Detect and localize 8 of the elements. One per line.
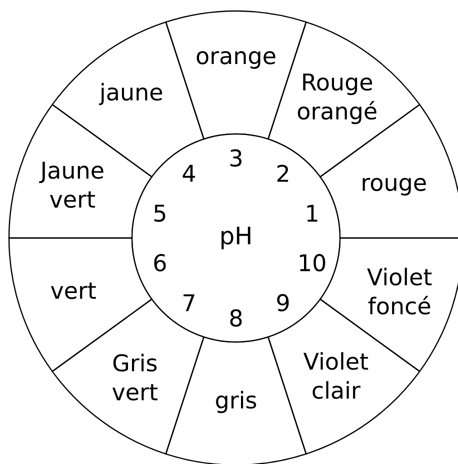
- ph-value: 4: [182, 164, 195, 182]
- ph-value: 9: [277, 294, 289, 312]
- ph-value: 10: [300, 254, 326, 272]
- ph-value: 6: [154, 254, 166, 272]
- ph-value: 3: [230, 149, 242, 167]
- ph-value: 5: [154, 204, 166, 222]
- ph-value: 8: [230, 309, 242, 327]
- ph-value: 1: [307, 204, 318, 222]
